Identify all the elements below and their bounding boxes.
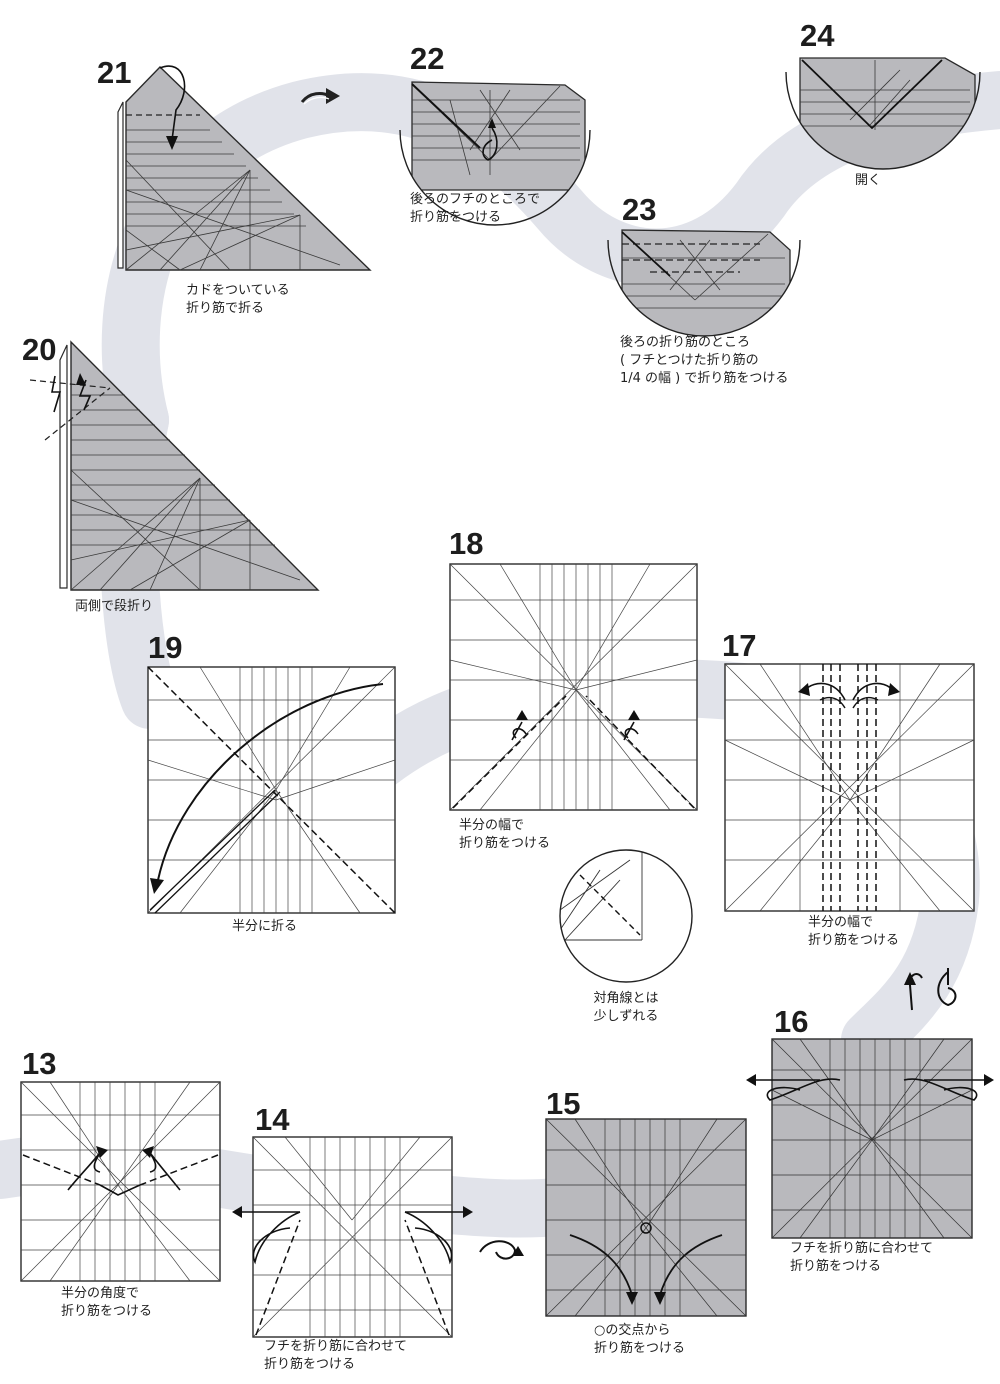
step-number: 22 bbox=[410, 41, 445, 76]
step-number: 14 bbox=[255, 1102, 290, 1137]
step-number: 23 bbox=[622, 192, 657, 227]
step-caption: 半分の角度で 折り筋をつける bbox=[61, 1286, 153, 1319]
step-caption: 後ろのフチのところで 折り筋をつける bbox=[410, 192, 541, 225]
step-number: 15 bbox=[546, 1086, 581, 1121]
step-caption: 両側で段折り bbox=[75, 599, 154, 614]
step-number: 17 bbox=[722, 628, 757, 663]
step-caption: ○の交点から 折り筋をつける bbox=[594, 1323, 686, 1356]
step-caption: 半分の幅で 折り筋をつける bbox=[808, 915, 900, 948]
step-caption: フチを折り筋に合わせて 折り筋をつける bbox=[790, 1241, 934, 1274]
step-number: 13 bbox=[22, 1046, 57, 1081]
step-number: 19 bbox=[148, 630, 183, 665]
detail-caption: 対角線とは 少しずれる bbox=[593, 991, 659, 1024]
step-caption: 半分に折る bbox=[232, 919, 298, 934]
step-number: 20 bbox=[22, 332, 57, 367]
step-number: 21 bbox=[97, 55, 132, 90]
step-caption: フチを折り筋に合わせて 折り筋をつける bbox=[264, 1339, 408, 1372]
step-caption: 開く bbox=[855, 173, 882, 188]
step-number: 24 bbox=[800, 18, 835, 53]
step-number: 16 bbox=[774, 1004, 809, 1039]
step-caption: 半分の幅で 折り筋をつける bbox=[459, 818, 551, 851]
step-caption: カドをついている 折り筋で折る bbox=[186, 283, 290, 316]
step-number: 18 bbox=[449, 526, 484, 561]
step-caption: 後ろの折り筋のところ ( フチとつけた折り筋の 1/4 の幅 ) で折り筋をつけ… bbox=[620, 335, 789, 386]
